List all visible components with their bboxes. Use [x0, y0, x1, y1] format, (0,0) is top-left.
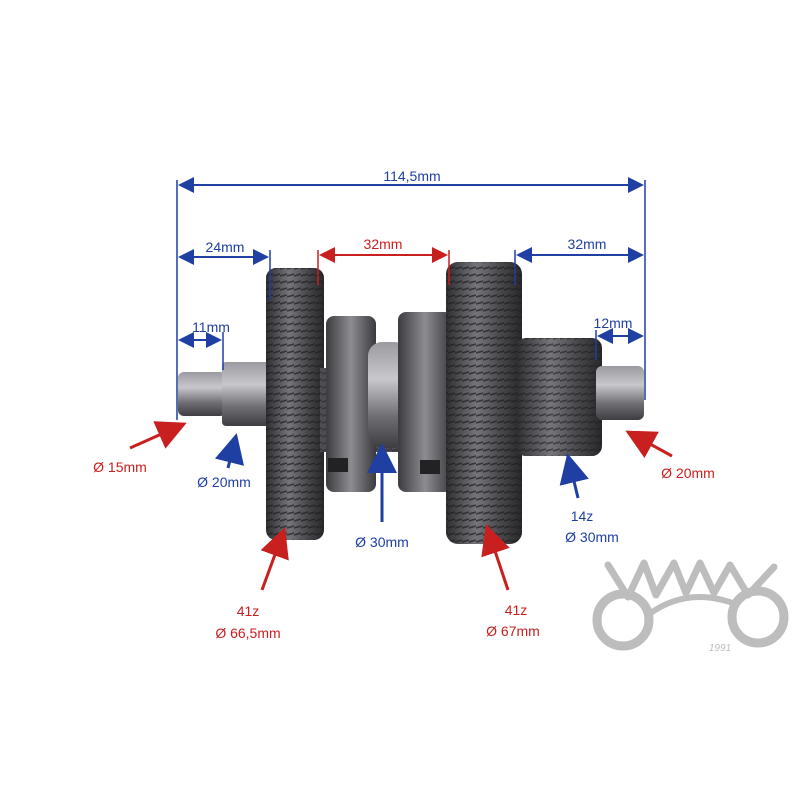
arrow-icon	[625, 430, 673, 459]
left-gear-diameter-label: Ø 66,5mm	[215, 625, 281, 641]
right-shaft-end	[596, 366, 644, 420]
dim-center-32-label: 32mm	[363, 236, 403, 252]
dim-left-11-label: 11mm	[192, 319, 230, 335]
motorcycle-logo-icon	[592, 559, 789, 651]
right-hub	[398, 312, 452, 492]
pinion-teeth-label: 14z	[570, 508, 594, 524]
callout-arrows	[129, 421, 673, 591]
right-gear-teeth-label: 41z	[504, 602, 528, 618]
right-end-diameter-label: Ø 20mm	[661, 465, 715, 481]
left-shaft	[222, 362, 274, 426]
dim-right-32-label: 32mm	[567, 236, 607, 252]
left-hub	[326, 316, 376, 492]
left-shaft-end	[178, 372, 226, 416]
logo-year: 1991	[708, 643, 732, 654]
dim-right-12-label: 12mm	[593, 315, 633, 331]
arrow-icon	[129, 421, 187, 450]
left-shaft-diameter-label: Ø 20mm	[197, 474, 251, 490]
left-end-diameter-label: Ø 15mm	[93, 459, 147, 475]
arrow-icon	[481, 524, 510, 591]
dim-total-length-label: 114,5mm	[383, 168, 441, 184]
left-gear-teeth-label: 41z	[236, 603, 260, 619]
center-diameter-label: Ø 30mm	[355, 534, 409, 550]
pinion-diameter-label: Ø 30mm	[565, 529, 619, 545]
gear-shaft-image	[178, 262, 644, 544]
dim-left-24-label: 24mm	[205, 239, 245, 255]
arrow-icon	[260, 527, 289, 591]
arrow-icon	[214, 433, 245, 469]
right-gear-diameter-label: Ø 67mm	[486, 623, 540, 639]
arrow-icon	[559, 453, 589, 499]
dimension-lines	[176, 177, 646, 420]
